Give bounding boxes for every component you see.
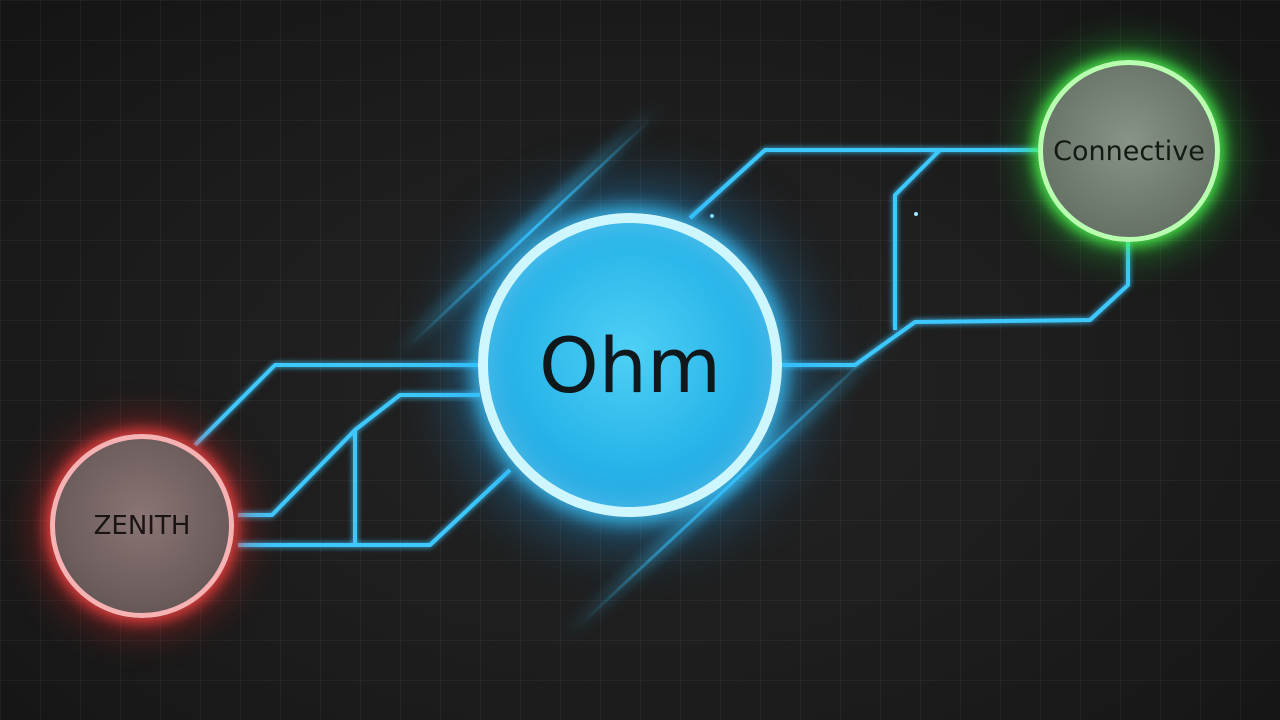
wire-ohm-connective-upper (688, 148, 1040, 220)
wire-zenith-ohm-lower (238, 468, 512, 547)
wire-zenith-ohm-upper (193, 363, 480, 447)
zenith-node[interactable]: ZENITH (50, 434, 234, 618)
wire-paths (193, 148, 1130, 547)
connective-label: Connective (1053, 135, 1205, 167)
light-streaks-sharp (408, 118, 882, 627)
sparkle-dots (710, 212, 918, 218)
ohm-node[interactable]: Ohm (478, 213, 782, 517)
wire-zenith-ohm-middle (238, 393, 480, 517)
wire-ohm-connective-branch (893, 148, 942, 330)
wire-ohm-connective-lower (782, 240, 1130, 367)
connective-node[interactable]: Connective (1038, 60, 1220, 242)
ohm-label: Ohm (538, 320, 722, 410)
zenith-label: ZENITH (93, 511, 191, 541)
